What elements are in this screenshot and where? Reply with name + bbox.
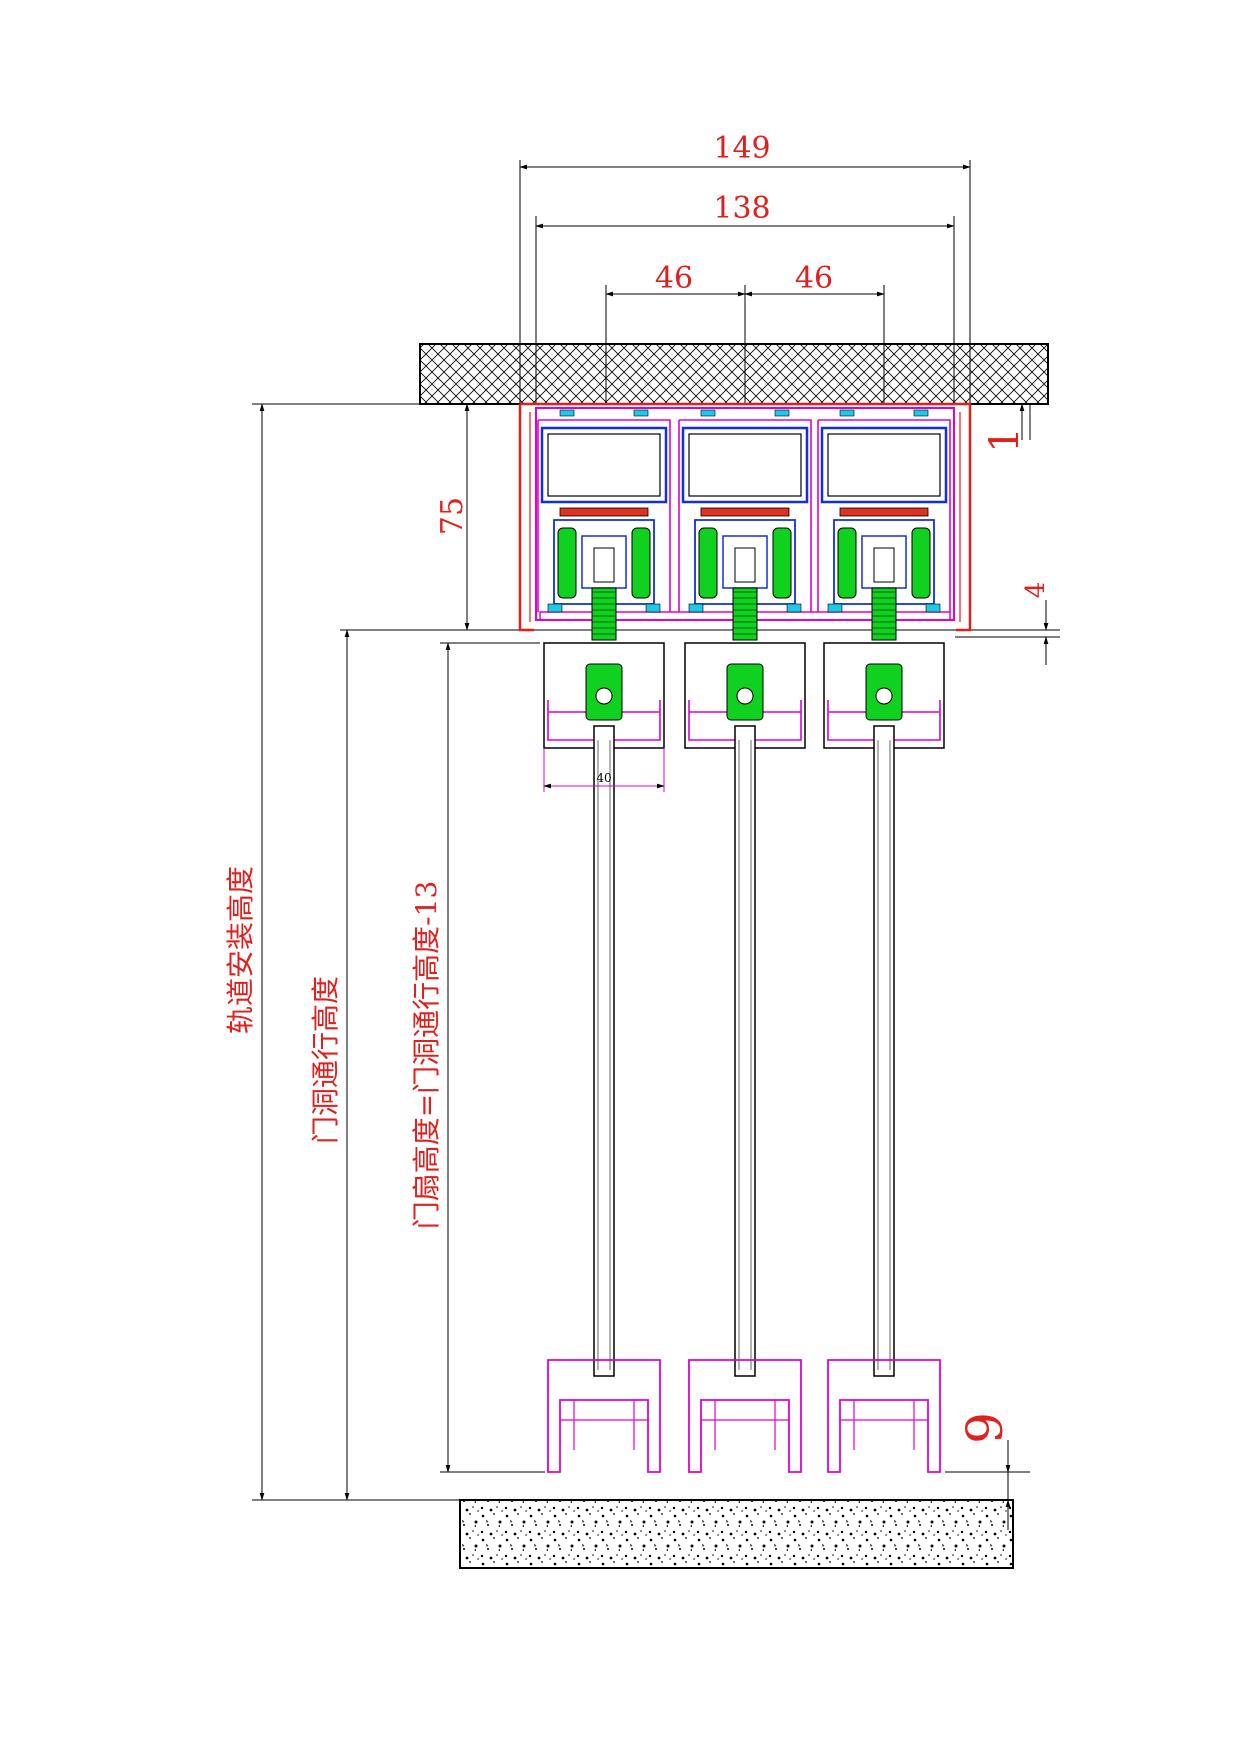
bottom-seal [688,603,704,613]
label-door-opening-height: 门洞通行高度 [309,976,342,1144]
door-panel-1 [543,642,665,1473]
bottom-seal [786,603,802,613]
top-dimensions [519,160,971,404]
hanger-rod [591,587,617,641]
track-channel-3 [817,409,951,641]
channel-profile [537,419,671,612]
roller-right [911,527,931,599]
roller-left [557,527,577,599]
dim-carrier-width: 40 [596,771,611,785]
glass-frame-inner [827,433,941,497]
brush-strip [559,507,649,517]
glass-frame-inner [547,433,661,497]
bottom-profile [827,1359,941,1473]
axle-core [734,547,756,583]
dim-inner-width: 138 [713,191,770,226]
bottom-seal [827,603,843,613]
label-rail-install-height: 轨道安装高度 [224,866,257,1034]
clamp-bolt [875,687,893,705]
bottom-profile [547,1359,661,1473]
dim-track-height: 75 [435,497,470,535]
reference-lines [252,403,1060,1501]
label-panel-height-formula: 门扇高度=门洞通行高度-13 [410,881,443,1230]
bottom-profile-inner [560,1400,648,1450]
dim-track-gap: 4 [1021,582,1051,599]
hanger-rod [871,587,897,641]
channel-profile [678,419,812,612]
roller-left [837,527,857,599]
glass-frame-outer [820,426,948,504]
clamp-bolt [736,687,754,705]
hanger-rod [732,587,758,641]
bottom-profile-inner [840,1400,928,1450]
bottom-seal [547,603,563,613]
bottom-seal [645,603,661,613]
dim-track-pitch-right: 46 [795,261,833,296]
door-panel-2 [684,642,806,1473]
brush-strip [839,507,929,517]
floor-slab [459,1499,1014,1569]
clamp-bolt [595,687,613,705]
carrier-width-dimension [543,748,665,792]
top-seal [559,409,575,417]
panel-stile [734,725,756,1377]
track-channel-1 [537,409,671,641]
vertical-dimensions [259,403,1049,1530]
axle-core [873,547,895,583]
axle-core [593,547,615,583]
glass-frame-outer [681,426,809,504]
roller-left [698,527,718,599]
ceiling-slab [419,343,1049,405]
roller-right [631,527,651,599]
dim-bottom-gap: 9 [956,1412,1014,1444]
top-seal [913,409,929,417]
glass-frame-inner [688,433,802,497]
panel-stile [593,725,615,1377]
track-channel-2 [678,409,812,641]
top-seal [633,409,649,417]
door-panel-3 [823,642,945,1473]
top-seal [774,409,790,417]
door-panels [543,642,945,1473]
panel-stile [873,725,895,1377]
bottom-profile [688,1359,802,1473]
glass-frame-outer [540,426,668,504]
dim-top-gap: 1 [982,427,1028,452]
top-seal [700,409,716,417]
bottom-profile-inner [701,1400,789,1450]
track-channels [537,409,951,641]
top-seal [839,409,855,417]
brush-strip [700,507,790,517]
dimension-texts: 149 138 46 46 75 1 4 9 40 轨道安装高度 门洞通行高度 … [224,131,1051,1444]
bottom-seal [925,603,941,613]
dim-overall-width: 149 [713,131,770,166]
dim-track-pitch-left: 46 [655,261,693,296]
roller-right [772,527,792,599]
channel-profile [817,419,951,612]
